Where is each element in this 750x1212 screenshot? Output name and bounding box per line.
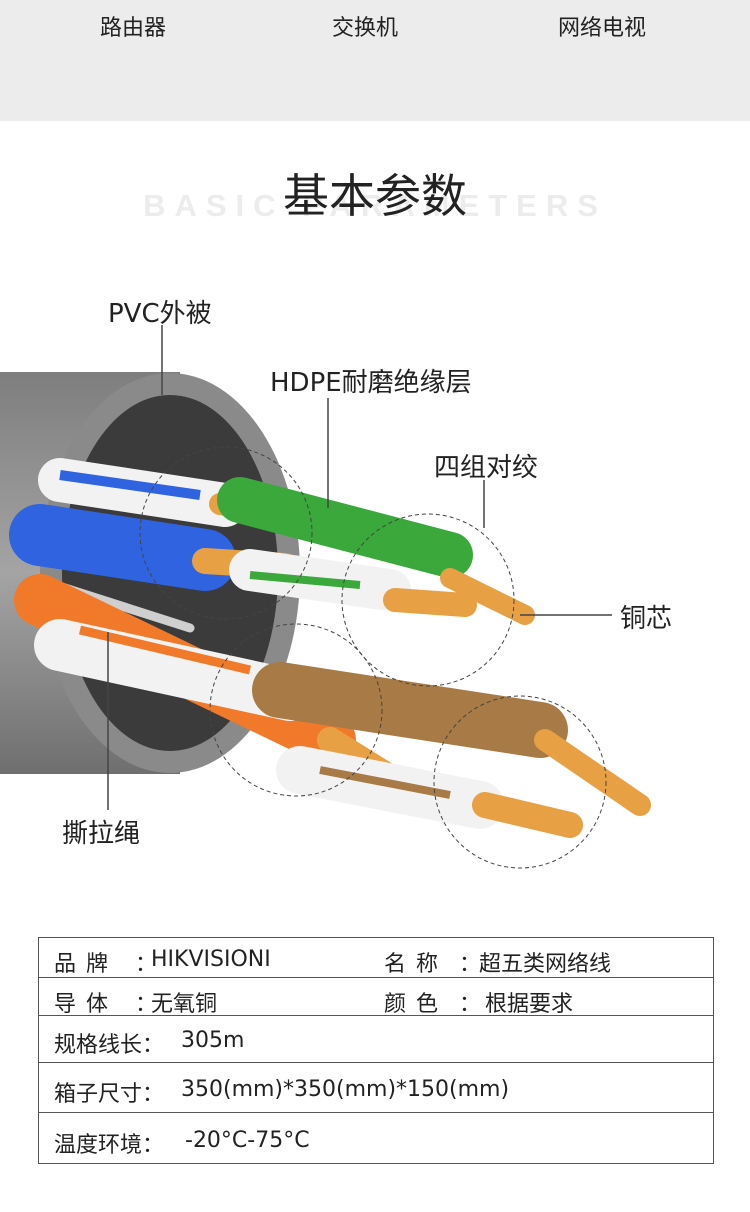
nav-item-router[interactable]: 路由器 xyxy=(100,16,167,41)
color-colon: ： xyxy=(459,992,482,1017)
box-colon: ： xyxy=(142,1082,165,1107)
conductor-colon: ： xyxy=(135,992,158,1017)
callout-pvc-jacket: PVC外被 xyxy=(108,299,212,329)
length-value: 305m xyxy=(181,1028,245,1053)
nav-item-switch[interactable]: 交换机 xyxy=(332,16,399,41)
temp-value: -20°C-75°C xyxy=(185,1128,310,1153)
cable-diagram xyxy=(0,325,651,869)
pair-brown xyxy=(252,662,651,838)
conductor-label: 导体 xyxy=(54,992,119,1017)
temp-colon: ： xyxy=(142,1133,165,1158)
callout-hdpe-insulation: HDPE耐磨绝缘层 xyxy=(270,368,472,398)
nav-item-network-tv[interactable]: 网络电视 xyxy=(558,16,647,41)
box-label: 箱子尺寸 xyxy=(54,1082,143,1107)
spec-row-temperature: 温度环境 ： -20°C-75°C xyxy=(39,1113,713,1163)
spec-table: 品牌 ： HIKVISIONI 名称 ： 超五类网络线 导体 ： 无氧铜 颜色 … xyxy=(38,937,714,1164)
conductor-value: 无氧铜 xyxy=(151,992,218,1017)
section-title: 基本参数 xyxy=(283,169,467,223)
color-value: 根据要求 xyxy=(485,992,574,1017)
spec-row-length: 规格线长 ： 305m xyxy=(39,1016,713,1063)
name-label: 名称 xyxy=(384,952,449,977)
callout-copper-core: 铜芯 xyxy=(620,604,673,634)
color-label: 颜色 xyxy=(384,992,449,1017)
name-colon: ： xyxy=(459,952,482,977)
spec-row-conductor-color: 导体 ： 无氧铜 颜色 ： 根据要求 xyxy=(39,978,713,1017)
spec-row-box-size: 箱子尺寸 ： 350(mm)*350(mm)*150(mm) xyxy=(39,1063,713,1113)
callout-ripcord: 撕拉绳 xyxy=(62,819,141,849)
brand-colon: ： xyxy=(135,952,158,977)
pair-green xyxy=(217,477,535,625)
box-value: 350(mm)*350(mm)*150(mm) xyxy=(181,1077,510,1102)
name-value: 超五类网络线 xyxy=(479,952,612,977)
spec-row-brand-name: 品牌 ： HIKVISIONI 名称 ： 超五类网络线 xyxy=(39,938,713,978)
leader-lines xyxy=(107,325,612,810)
top-nav: 路由器 交换机 网络电视 xyxy=(0,0,750,121)
pair-highlight-circles xyxy=(139,446,607,869)
length-label: 规格线长 xyxy=(54,1033,143,1058)
brand-label: 品牌 xyxy=(54,952,119,977)
section-subtitle-watermark: BASIC PARAMETERS xyxy=(143,188,607,223)
length-colon: ： xyxy=(142,1033,165,1058)
brand-value: HIKVISIONI xyxy=(151,947,271,972)
callout-twisted-pairs: 四组对绞 xyxy=(434,453,539,483)
temp-label: 温度环境 xyxy=(54,1133,143,1158)
